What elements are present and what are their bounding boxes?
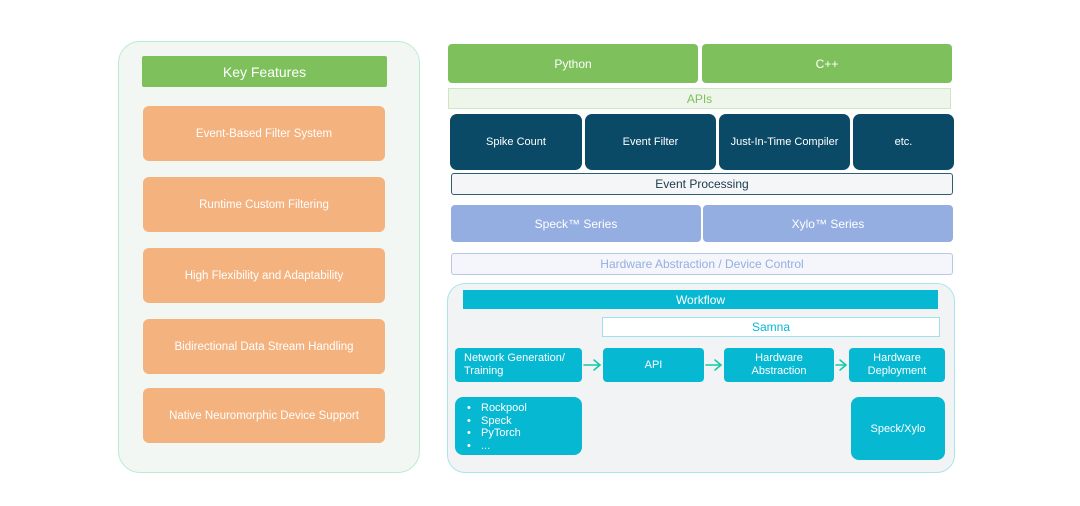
speck-series-box: Speck™ Series xyxy=(451,205,701,242)
module-spike-count: Spike Count xyxy=(450,114,582,170)
xylo-series-box: Xylo™ Series xyxy=(703,205,953,242)
tool-item: •PyTorch xyxy=(467,427,521,439)
feature-runtime-custom-filtering: Runtime Custom Filtering xyxy=(143,177,385,232)
cpp-box: C++ xyxy=(702,44,952,83)
arrow-right-icon xyxy=(705,359,722,371)
step-api: API xyxy=(603,348,704,382)
hardware-abstraction-bar: Hardware Abstraction / Device Control xyxy=(451,253,953,275)
workflow-title: Workflow xyxy=(463,290,938,309)
module-event-filter: Event Filter xyxy=(585,114,716,170)
feature-event-based-filter: Event-Based Filter System xyxy=(143,106,385,161)
arrow-right-icon xyxy=(835,359,847,371)
step-hw-deployment-line-2: Deployment xyxy=(867,365,927,377)
step-hw-deployment-line-1: Hardware xyxy=(873,352,921,365)
samna-bar: Samna xyxy=(602,317,940,337)
step-network-line-1: Network Generation/ xyxy=(464,352,565,365)
python-box: Python xyxy=(448,44,698,83)
step-hardware-abstraction: Hardware Abstraction xyxy=(724,348,834,382)
tools-list-box: •Rockpool •Speck •PyTorch •... xyxy=(455,397,582,455)
module-jit-compiler: Just-In-Time Compiler xyxy=(719,114,850,170)
key-features-title: Key Features xyxy=(142,56,387,87)
speck-xylo-device-box: Speck/Xylo xyxy=(851,397,945,460)
arrow-right-icon xyxy=(583,359,601,371)
feature-flexibility: High Flexibility and Adaptability xyxy=(143,248,385,303)
tool-item: •... xyxy=(467,439,491,452)
step-network-line-2: Training xyxy=(464,365,504,377)
module-etc: etc. xyxy=(853,114,954,170)
event-processing-bar: Event Processing xyxy=(451,173,953,195)
tool-item: •Rockpool xyxy=(467,402,527,414)
step-hw-abstraction-line-1: Hardware xyxy=(755,352,803,365)
apis-bar: APIs xyxy=(448,88,951,109)
feature-neuromorphic-support: Native Neuromorphic Device Support xyxy=(143,388,385,443)
step-hw-abstraction-line-2: Abstraction xyxy=(751,365,807,377)
step-network-generation: Network Generation/ Training xyxy=(455,348,582,382)
feature-bidirectional-stream: Bidirectional Data Stream Handling xyxy=(143,319,385,374)
tool-item: •Speck xyxy=(467,414,512,427)
step-hardware-deployment: Hardware Deployment xyxy=(849,348,945,382)
